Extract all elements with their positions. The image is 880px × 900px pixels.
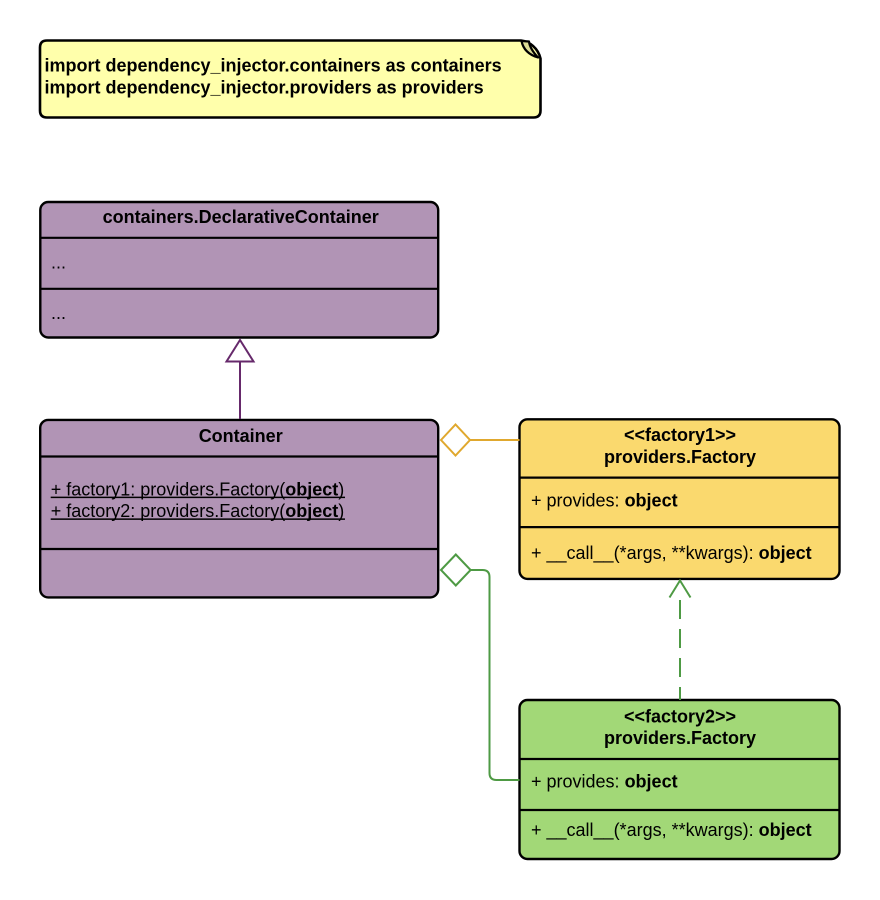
svg-text:...: ... [51,303,66,323]
svg-text:+ provides: object: + provides: object [531,772,678,792]
svg-text:+ factory1: providers.Factory(: + factory1: providers.Factory(object) [51,479,345,499]
svg-text:...: ... [51,253,66,273]
svg-text:import dependency_injector.con: import dependency_injector.containers as… [45,56,502,76]
svg-text:+ __call__(*args, **kwargs): o: + __call__(*args, **kwargs): object [531,820,812,841]
svg-text:providers.Factory: providers.Factory [604,447,756,467]
svg-text:<<factory1>>: <<factory1>> [624,425,736,445]
svg-text:Container: Container [199,426,283,446]
svg-text:import dependency_injector.pro: import dependency_injector.providers as … [45,78,484,98]
svg-text:containers.DeclarativeContaine: containers.DeclarativeContainer [103,207,379,227]
svg-text:+ __call__(*args, **kwargs): o: + __call__(*args, **kwargs): object [531,543,812,564]
svg-text:+ factory2: providers.Factory(: + factory2: providers.Factory(object) [51,501,345,521]
svg-text:<<factory2>>: <<factory2>> [624,707,736,727]
svg-text:+ provides: object: + provides: object [531,491,678,511]
svg-text:providers.Factory: providers.Factory [604,728,756,748]
